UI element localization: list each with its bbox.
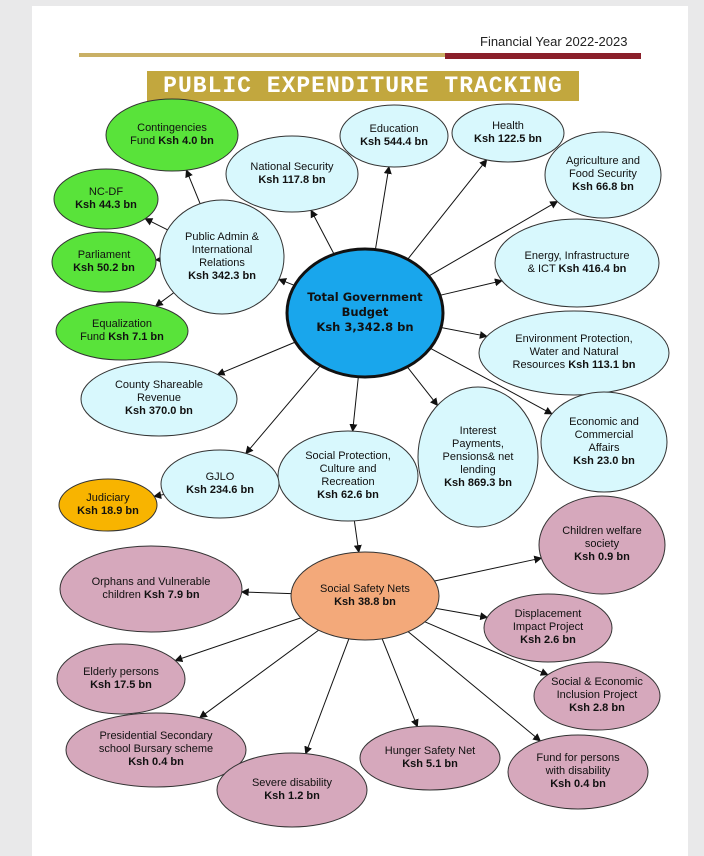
node-shape-disability-fund	[507, 734, 649, 810]
node-education	[339, 104, 449, 168]
node-shape-county	[80, 361, 238, 437]
node-severe-disability	[216, 752, 368, 828]
node-orphans	[59, 545, 243, 633]
arrow-total-to-gjlo	[245, 365, 321, 455]
arrow-total-to-county	[216, 341, 296, 376]
node-shape-contingencies	[105, 98, 239, 172]
node-judiciary	[58, 478, 158, 532]
node-shape-displacement	[483, 593, 613, 663]
node-shape-orphans	[59, 545, 243, 633]
node-children-welfare	[538, 495, 666, 595]
node-shape-severe-disability	[216, 752, 368, 828]
node-parliament	[51, 231, 157, 293]
arrow-safety-nets-to-children-welfare	[434, 555, 543, 582]
page-title: PUBLIC EXPENDITURE TRACKING	[163, 73, 563, 99]
arrow-safety-nets-to-elderly	[174, 617, 301, 663]
node-disability-fund	[507, 734, 649, 810]
arrow-total-to-agriculture	[428, 200, 559, 277]
node-shape-total	[285, 247, 445, 379]
node-national-security	[225, 135, 359, 213]
nodes-layer	[51, 98, 670, 828]
arrow-public-admin-to-ncdf	[144, 218, 168, 231]
node-shape-agriculture	[544, 131, 662, 219]
node-shape-energy	[494, 218, 660, 308]
arrow-safety-nets-to-inclusion	[424, 621, 549, 676]
node-shape-safety-nets	[290, 551, 440, 641]
arrow-safety-nets-to-bursary	[199, 629, 319, 719]
arrow-social-protection-to-safety-nets	[353, 520, 362, 554]
arrow-total-to-interest	[406, 366, 439, 407]
node-shape-environment	[478, 310, 670, 396]
arrow-safety-nets-to-severe-disability	[304, 638, 350, 755]
arrow-safety-nets-to-orphans	[240, 588, 292, 597]
node-hunger	[359, 725, 501, 791]
arrow-total-to-energy	[439, 278, 503, 296]
node-county	[80, 361, 238, 437]
node-energy	[494, 218, 660, 308]
node-shape-children-welfare	[538, 495, 666, 595]
arrow-total-to-health	[407, 159, 488, 260]
arrow-total-to-economic	[429, 347, 553, 415]
node-displacement	[483, 593, 613, 663]
node-shape-hunger	[359, 725, 501, 791]
node-shape-economic	[540, 391, 668, 493]
node-shape-elderly	[56, 643, 186, 715]
node-economic	[540, 391, 668, 493]
header-rule-gold	[79, 53, 445, 57]
node-shape-parliament	[51, 231, 157, 293]
node-gjlo	[160, 449, 280, 519]
node-shape-ncdf	[53, 168, 159, 230]
node-shape-bursary	[65, 712, 247, 788]
node-agriculture	[544, 131, 662, 219]
arrow-total-to-education	[374, 165, 392, 250]
arrow-total-to-national-security	[310, 209, 335, 255]
node-total	[285, 247, 445, 379]
node-inclusion	[533, 661, 661, 731]
arrow-total-to-environment	[440, 327, 488, 339]
node-environment	[478, 310, 670, 396]
node-public-admin	[159, 199, 285, 315]
arrows-layer	[144, 159, 559, 755]
arrow-total-to-public-admin	[278, 278, 295, 286]
node-elderly	[56, 643, 186, 715]
node-equalization	[55, 301, 189, 361]
node-shape-education	[339, 104, 449, 168]
node-shape-interest	[417, 386, 539, 528]
node-social-protection	[277, 430, 419, 522]
node-ncdf	[53, 168, 159, 230]
node-shape-inclusion	[533, 661, 661, 731]
node-shape-judiciary	[58, 478, 158, 532]
header-rule-red	[445, 53, 641, 59]
node-bursary	[65, 712, 247, 788]
arrow-total-to-social-protection	[349, 376, 359, 433]
node-shape-national-security	[225, 135, 359, 213]
node-shape-gjlo	[160, 449, 280, 519]
node-shape-public-admin	[159, 199, 285, 315]
node-contingencies	[105, 98, 239, 172]
financial-year-label: Financial Year 2022-2023	[480, 34, 628, 49]
node-shape-equalization	[55, 301, 189, 361]
title-banner: PUBLIC EXPENDITURE TRACKING	[147, 71, 579, 101]
node-shape-health	[451, 103, 565, 163]
node-safety-nets	[290, 551, 440, 641]
node-health	[451, 103, 565, 163]
node-interest	[417, 386, 539, 528]
arrow-public-admin-to-contingencies	[185, 169, 201, 204]
arrow-safety-nets-to-disability-fund	[407, 631, 542, 742]
arrow-gjlo-to-judiciary	[153, 491, 164, 499]
arrow-safety-nets-to-displacement	[435, 607, 489, 621]
arrow-safety-nets-to-hunger	[381, 638, 419, 728]
arrow-public-admin-to-equalization	[154, 292, 174, 307]
node-shape-social-protection	[277, 430, 419, 522]
